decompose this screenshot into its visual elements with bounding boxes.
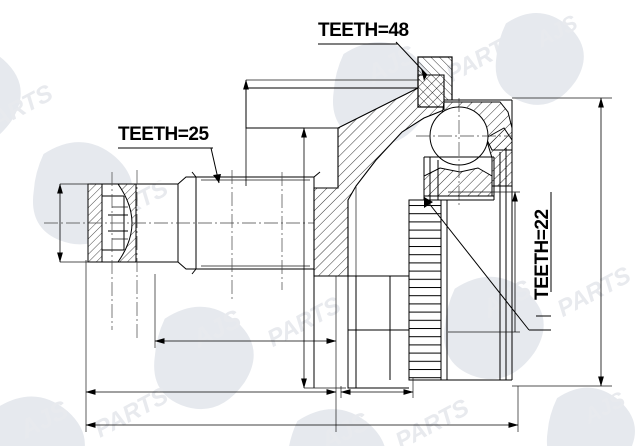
inner-shaft-assembly xyxy=(44,170,330,340)
teeth-22-arrowhead xyxy=(424,197,433,208)
teeth-22-annotation: TEETH=22 xyxy=(424,192,553,330)
dim-spline-ext xyxy=(448,191,520,333)
shaft-step-bottom xyxy=(136,262,196,269)
dim-shaft-ext xyxy=(60,183,90,263)
inner-bore-spline-marks xyxy=(108,215,128,231)
dim-right-ext xyxy=(512,97,612,387)
dimension-layer xyxy=(57,79,612,432)
inner-spline-hatch-right xyxy=(117,183,137,263)
dim-mid-ext xyxy=(304,127,346,389)
spline-stripe-column xyxy=(408,199,442,381)
housing-skirt xyxy=(314,276,409,388)
teeth-25-annotation: TEETH=25 xyxy=(118,124,221,183)
teeth-22-leader xyxy=(424,197,529,330)
race-outer-right-inner xyxy=(500,200,506,380)
teeth-48-label: TEETH=48 xyxy=(318,20,409,41)
abs-tone-ring xyxy=(417,56,453,108)
teeth-25-label: TEETH=25 xyxy=(118,124,209,145)
teeth-25-arrowhead xyxy=(213,174,221,183)
spline-column-right-pair xyxy=(441,200,447,380)
shaft-barrel-chamfers xyxy=(192,172,320,274)
teeth-22-label: TEETH=22 xyxy=(532,209,553,300)
shaft-step-top xyxy=(136,177,196,184)
outer-spline-teeth xyxy=(348,199,512,381)
inner-bore-outline xyxy=(102,196,124,250)
inner-bore-detail xyxy=(112,206,128,240)
skirt-left xyxy=(348,276,409,388)
cage-wall-left xyxy=(424,157,438,200)
cv-outer-race xyxy=(416,75,513,380)
teeth-48-arrowhead xyxy=(421,68,427,81)
feature-centerlines xyxy=(111,170,283,340)
teeth-48-annotation: TEETH=48 xyxy=(318,20,427,81)
